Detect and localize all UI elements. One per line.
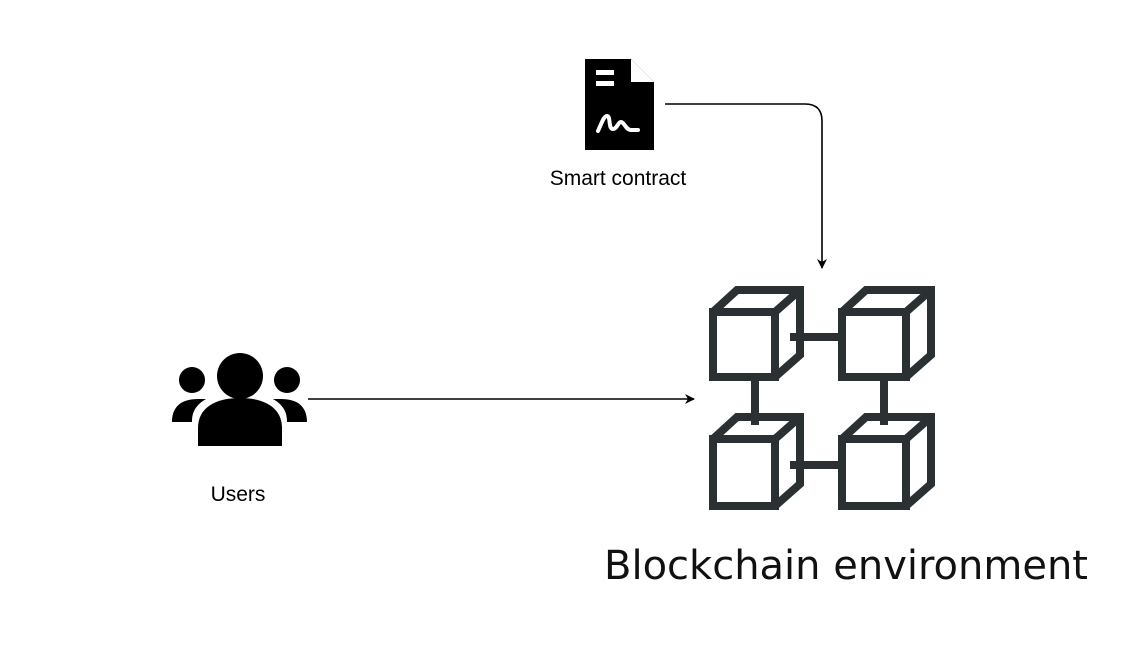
blockchain-blocks-icon: [709, 286, 935, 510]
blockchain-label: Blockchain environment: [604, 543, 1088, 589]
smart-contract-document-icon: [585, 59, 654, 150]
block-top-left: [709, 286, 804, 381]
users-group-icon: [172, 353, 307, 446]
block-top-right: [838, 286, 935, 381]
smart-contract-label: Smart contract: [550, 167, 687, 190]
users-label: Users: [211, 483, 266, 506]
block-bottom-right: [838, 413, 935, 510]
arrow-smart-contract-to-blockchain: [665, 103, 827, 269]
block-bottom-left: [709, 413, 804, 510]
